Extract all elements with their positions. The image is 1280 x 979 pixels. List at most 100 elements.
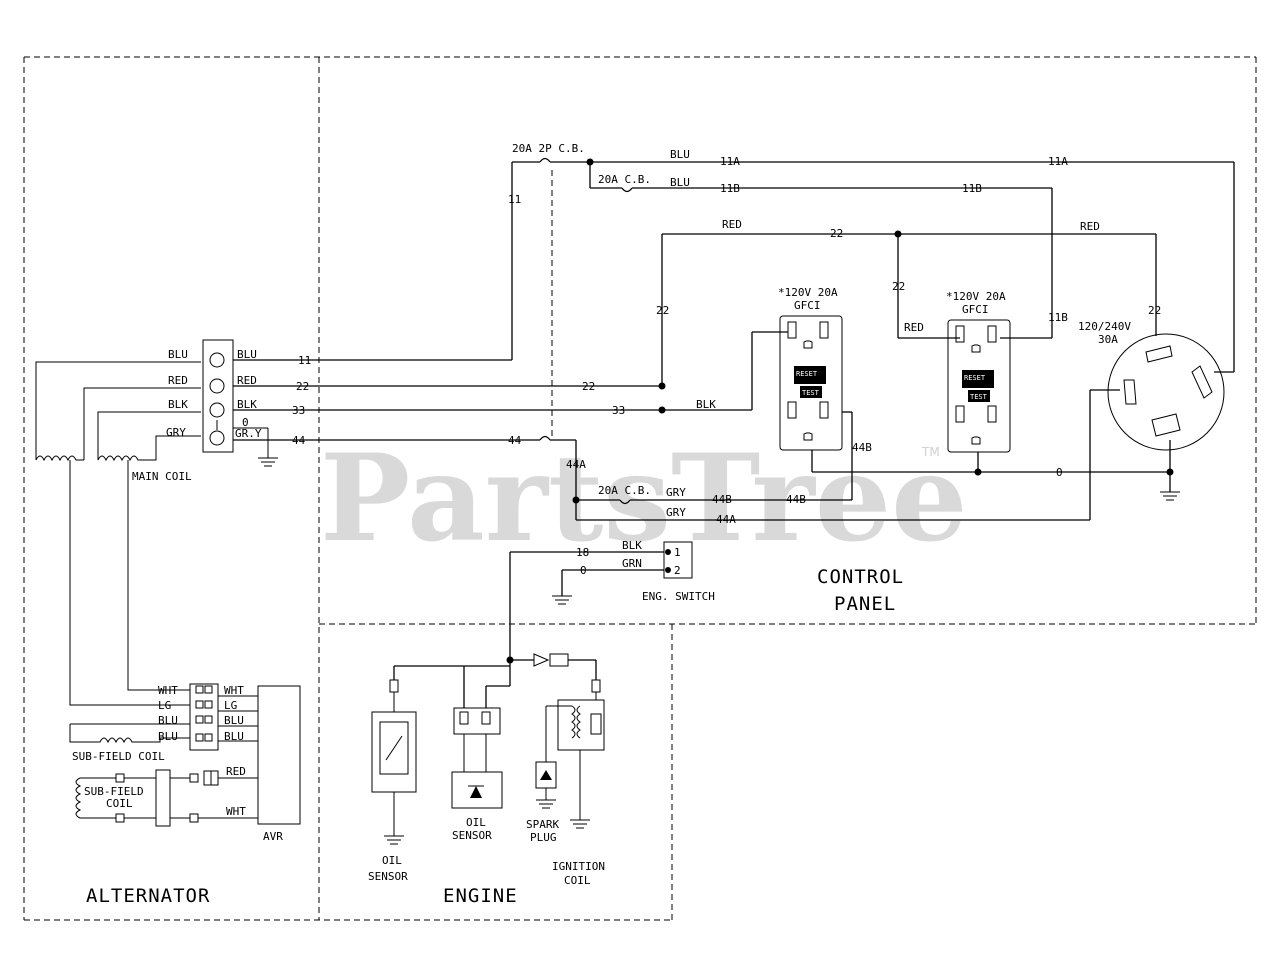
section-control-panel-line2: PANEL xyxy=(834,593,896,615)
oil-sensor-left-line2: SENSOR xyxy=(368,870,408,883)
wire-11b-vertical: 11B xyxy=(1048,311,1068,324)
wire-11b-right: 11B xyxy=(962,182,982,195)
breaker-11b-label: 20A C.B. xyxy=(598,173,651,186)
twistlock-rating-1: 120/240V xyxy=(1078,320,1131,333)
wire-11b-mid: 11B xyxy=(720,182,740,195)
oil-sensor-left-line1: OIL xyxy=(382,854,402,867)
breaker-44b-label: 20A C.B. xyxy=(598,484,651,497)
avr-connectors xyxy=(69,683,301,827)
wire-22-twistlock: 22 xyxy=(1148,304,1161,317)
wire-33-left: 33 xyxy=(292,404,305,417)
avr-wire-blu-left-1: BLU xyxy=(158,714,178,727)
wire-blu-11b: BLU xyxy=(670,176,690,189)
oil-sensor-right-line2: SENSOR xyxy=(452,829,492,842)
gfci-1-rating: *120V 20A xyxy=(778,286,838,299)
coil-wire-red: RED xyxy=(168,374,188,387)
wire-red-22-right: RED xyxy=(1080,220,1100,233)
ignition-coil-line2: COIL xyxy=(564,874,591,887)
avr-wire-blu-right-1: BLU xyxy=(224,714,244,727)
twistlock-receptacle xyxy=(1107,333,1225,451)
wire-22-top: 22 xyxy=(830,227,843,240)
gfci-2-test: TEST xyxy=(970,393,988,401)
section-control-panel-line1: CONTROL xyxy=(817,566,904,588)
wire-22-vertical: 22 xyxy=(656,304,669,317)
tb-label-red: RED xyxy=(237,374,257,387)
section-borders xyxy=(23,56,1257,921)
wire-11-left: 11 xyxy=(298,354,311,367)
watermark-tm: TM xyxy=(921,445,940,459)
alternator-coils xyxy=(35,361,201,706)
sub-field-coil-label-2a: SUB-FIELD xyxy=(84,785,144,798)
main-coil-label: MAIN COIL xyxy=(132,470,192,483)
avr-wire-blu-right-2: BLU xyxy=(224,730,244,743)
sub-field-coil-label-1: SUB-FIELD COIL xyxy=(72,750,165,763)
avr-wire-lg-left: LG xyxy=(158,699,171,712)
coil-wire-blk: BLK xyxy=(168,398,188,411)
sub-field-coil-label-2b: COIL xyxy=(106,797,133,810)
wire-grn-switch: GRN xyxy=(622,557,642,570)
oil-sensor-right-line1: OIL xyxy=(466,816,486,829)
gfci-1-type: GFCI xyxy=(794,299,821,312)
eng-switch-pin2: 2 xyxy=(674,564,681,577)
avr-wire-wht: WHT xyxy=(226,805,246,818)
gfci-2-rating: *120V 20A xyxy=(946,290,1006,303)
wire-blk-switch: BLK xyxy=(622,539,642,552)
wire-gry-44a: GRY xyxy=(666,506,686,519)
avr-wire-lg-right: LG xyxy=(224,699,237,712)
wire-gry-44b: GRY xyxy=(666,486,686,499)
watermark: PartsTree xyxy=(320,428,967,569)
avr-wire-red: RED xyxy=(226,765,246,778)
wire-red-22-left: RED xyxy=(722,218,742,231)
wire-0-switch: 0 xyxy=(580,564,587,577)
twistlock-rating-2: 30A xyxy=(1098,333,1118,346)
wire-11a-mid: 11A xyxy=(720,155,740,168)
wire-44b-right: 44B xyxy=(786,493,806,506)
wire-44-mid: 44 xyxy=(508,434,522,447)
wire-33-mid: 33 xyxy=(612,404,625,417)
wire-22-mid: 22 xyxy=(582,380,595,393)
wire-22-left: 22 xyxy=(296,380,309,393)
wire-18: 18 xyxy=(576,546,589,559)
avr-wire-blu-left-2: BLU xyxy=(158,730,178,743)
spark-plug-line1: SPARK xyxy=(526,818,559,831)
engine-components xyxy=(371,653,605,845)
wire-11-vertical: 11 xyxy=(508,193,521,206)
section-engine: ENGINE xyxy=(443,885,518,907)
gfci-1-reset: RESET xyxy=(796,370,818,378)
main-breaker-label: 20A 2P C.B. xyxy=(512,142,585,155)
avr-wire-wht-right: WHT xyxy=(224,684,244,697)
spark-plug-line2: PLUG xyxy=(530,831,557,844)
tb-label-blk: BLK xyxy=(237,398,257,411)
engine-switch xyxy=(509,541,693,660)
wire-red-gfci2: RED xyxy=(904,321,924,334)
wire-44b-mid: 44B xyxy=(712,493,732,506)
wire-44b-vertical: 44B xyxy=(852,441,872,454)
wire-44a-vertical: 44A xyxy=(566,458,586,471)
coil-wire-blu: BLU xyxy=(168,348,188,361)
wire-0-neutral: 0 xyxy=(1056,466,1063,479)
gfci-2-type: GFCI xyxy=(962,303,989,316)
tb-label-zero: 0 xyxy=(242,416,249,429)
ignition-coil-line1: IGNITION xyxy=(552,860,605,873)
wire-44-left: 44 xyxy=(292,434,306,447)
tb-label-blu: BLU xyxy=(237,348,257,361)
gfci-1-test: TEST xyxy=(802,389,820,397)
tb-label-gry: GR.Y xyxy=(235,427,262,440)
avr-label: AVR xyxy=(263,830,283,843)
eng-switch-pin1: 1 xyxy=(674,546,681,559)
coil-wire-gry: GRY xyxy=(166,426,186,439)
gfci-2-reset: RESET xyxy=(964,374,986,382)
wire-blk-33: BLK xyxy=(696,398,716,411)
wire-44a-mid: 44A xyxy=(716,513,736,526)
section-alternator: ALTERNATOR xyxy=(86,885,210,907)
wire-blu-11a: BLU xyxy=(670,148,690,161)
eng-switch-label: ENG. SWITCH xyxy=(642,590,715,603)
terminal-block xyxy=(202,339,278,467)
avr-wire-wht-left: WHT xyxy=(158,684,178,697)
wire-11a-right: 11A xyxy=(1048,155,1068,168)
gfci-receptacle-1 xyxy=(779,315,843,451)
gfci-receptacle-2 xyxy=(947,319,1011,453)
wire-22-gfci2: 22 xyxy=(892,280,905,293)
